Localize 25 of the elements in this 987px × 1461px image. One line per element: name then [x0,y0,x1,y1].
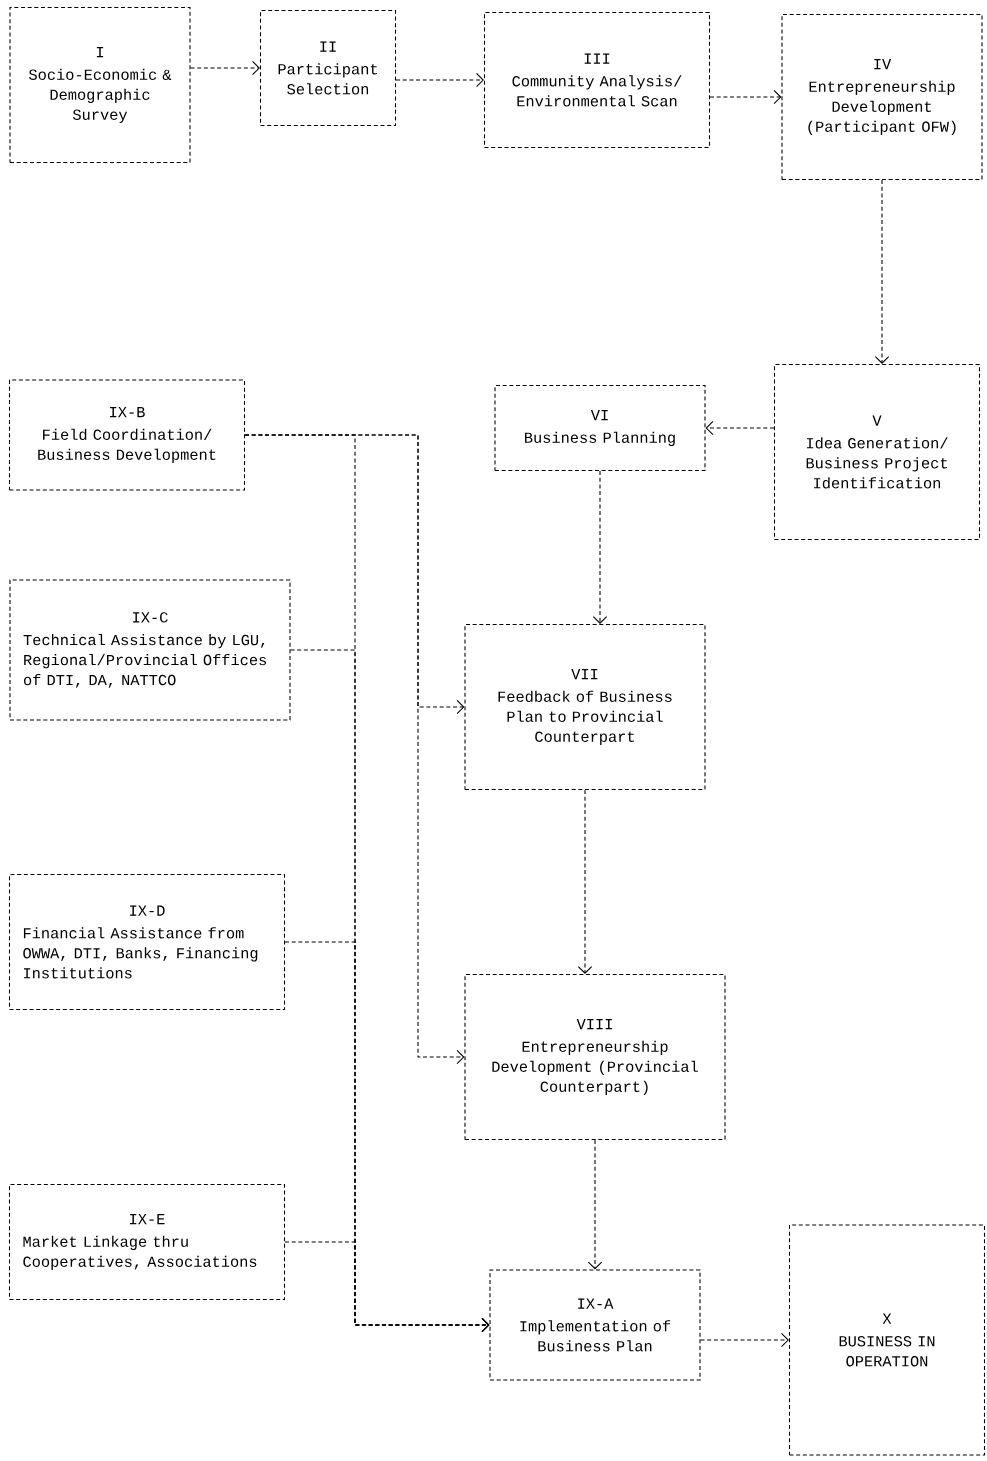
arrow [577,789,593,974]
process-box: IV Entrepreneurship Development (Participant OFW) [781,13,983,181]
process-box: II Participant Selection [259,9,397,127]
process-box: VI Business Planning [494,384,706,472]
arrow [587,1139,603,1270]
process-box: X BUSINESS IN OPERATION [788,1224,986,1456]
arrow [592,470,608,624]
process-box: IX-B Field Coordination/ Business Development [8,379,246,491]
arrow [395,72,484,88]
arrow [244,434,465,1065]
process-box: VII Feedback of Business Plan to Provincial Counterpart [464,623,706,791]
arrow [190,60,260,76]
arrow [709,89,782,105]
process-box: IX-E Market Linkage thru Cooperatives, Associations [8,1183,286,1301]
arrow [705,420,775,436]
process-box: IX-D Financial Assistance from OWWA, DTI, Banks, Financing Institutions [8,873,286,1011]
arrow [284,1241,490,1333]
process-box: III Community Analysis/ Environmental Scan [483,11,711,149]
arrow [700,1332,789,1348]
process-box: VIII Entrepreneurship Development (Provincial Counterpart) [464,973,726,1141]
arrow [874,179,890,364]
process-box: IX-A Implementation of Business Plan [489,1269,701,1381]
process-box: V Idea Generation/ Business Project Identification [773,363,981,541]
process-box: IX-C Technical Assistance by LGU, Regional/Provincial Offices of DTI, DA, NATTCO [9,579,291,721]
process-box: I Socio-Economic & Demographic Survey [9,6,191,164]
